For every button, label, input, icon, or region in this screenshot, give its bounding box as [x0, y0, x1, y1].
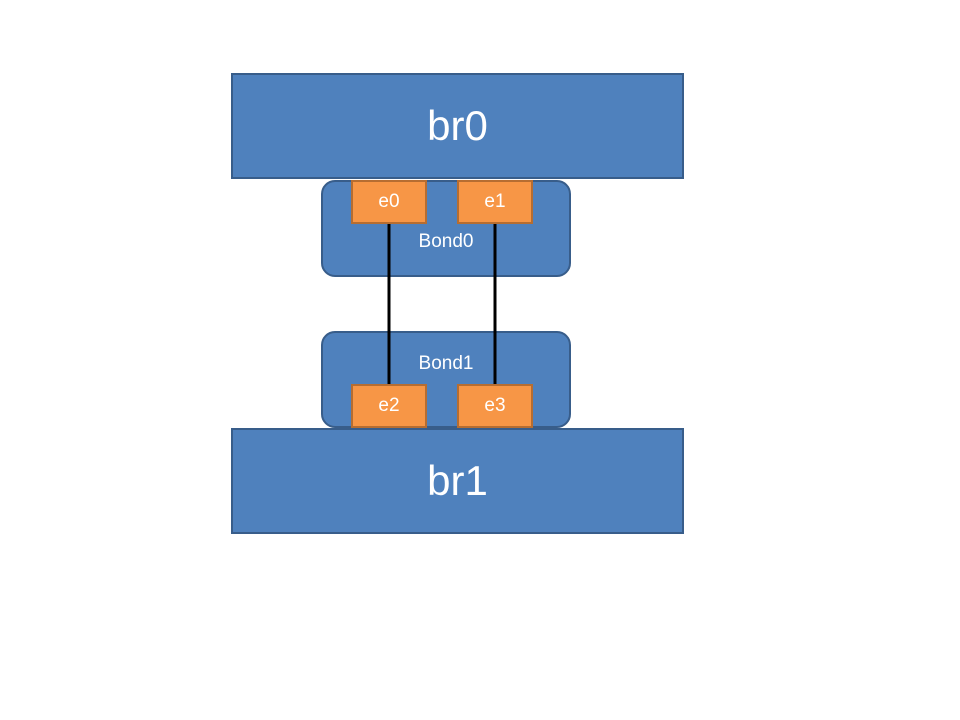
interface-e1: e1	[457, 180, 533, 224]
interface-e0: e0	[351, 180, 427, 224]
bond0-label: Bond0	[418, 231, 474, 252]
interface-e2: e2	[351, 384, 427, 428]
bond1-label: Bond1	[418, 353, 474, 374]
bridge-br0-label: br0	[427, 102, 488, 149]
interface-e2-label: e2	[378, 395, 400, 416]
interface-e3-label: e3	[484, 395, 506, 416]
bridge-br1-label: br1	[427, 457, 488, 504]
interface-e1-label: e1	[484, 191, 506, 212]
interface-e0-label: e0	[378, 191, 400, 212]
interface-e3: e3	[457, 384, 533, 428]
bridge-br1: br1	[231, 428, 684, 534]
bridge-br0: br0	[231, 73, 684, 179]
